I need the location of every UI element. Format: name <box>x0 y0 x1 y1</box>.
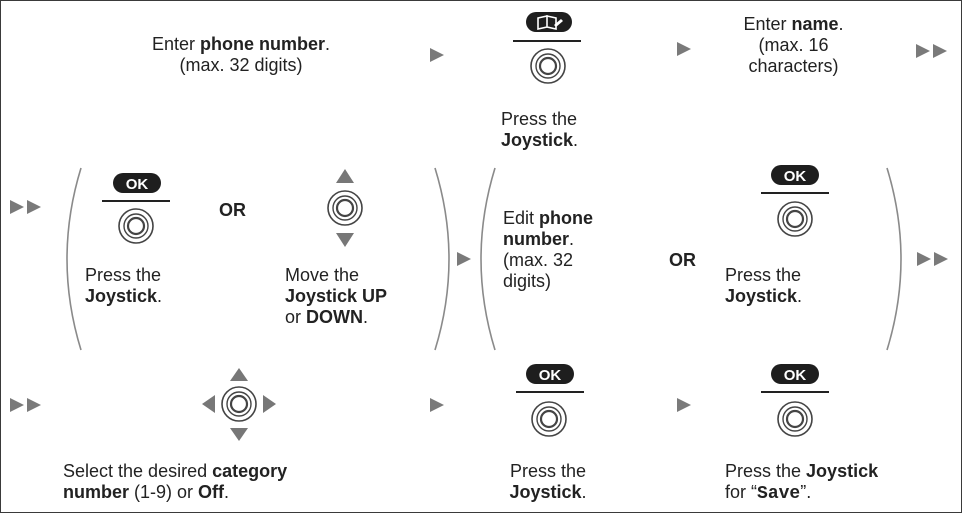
joystick-icon <box>777 201 813 237</box>
joystick-four-way-icon <box>202 368 276 441</box>
svg-text:OK: OK <box>784 168 807 185</box>
svg-text:OK: OK <box>784 367 807 384</box>
joystick-icon <box>777 401 813 437</box>
ok-key-icon: OK <box>113 173 161 193</box>
svg-text:OK: OK <box>539 367 562 384</box>
svg-text:OK: OK <box>126 176 149 193</box>
double-arrow-right-icon <box>10 200 41 214</box>
arrow-right-icon <box>430 398 444 412</box>
key-separator-line <box>761 192 829 194</box>
key-separator-line <box>516 391 584 393</box>
key-separator-line <box>761 391 829 393</box>
step-enter-phone-number: Enter phone number. (max. 32 digits) <box>151 34 331 75</box>
ok-key-icon: OK <box>771 165 819 185</box>
arrow-right-icon <box>677 398 691 412</box>
phonebook-key-icon <box>526 12 572 32</box>
or-label: OR <box>669 250 696 270</box>
step-press-joystick-1: Press the Joystick. <box>501 109 579 150</box>
joystick-icon <box>530 48 566 84</box>
step-press-joystick-3: Press the Joystick. <box>509 461 587 502</box>
double-arrow-right-icon <box>10 398 41 412</box>
left-bracket <box>66 167 82 351</box>
option-edit-phone-number: Edit phone number. (max. 32 digits) <box>503 208 594 291</box>
arrow-right-icon <box>677 42 691 56</box>
ok-key-icon: OK <box>526 364 574 384</box>
option-press-joystick-2: Press the Joystick. <box>725 265 803 306</box>
key-separator-line <box>513 40 581 42</box>
option-press-joystick: Press the Joystick. <box>85 265 163 306</box>
arrow-right-icon <box>457 252 471 266</box>
step-press-joystick-save: Press the Joystick for “Save”. <box>725 461 879 504</box>
left-bracket <box>480 167 496 351</box>
double-arrow-right-icon <box>917 252 948 266</box>
right-bracket <box>434 167 450 351</box>
ok-key-icon: OK <box>771 364 819 384</box>
double-arrow-right-icon <box>916 44 947 58</box>
joystick-icon <box>531 401 567 437</box>
arrow-right-icon <box>430 48 444 62</box>
option-move-joystick: Move the Joystick UP or DOWN. <box>285 265 388 327</box>
right-bracket <box>886 167 902 351</box>
step-select-category: Select the desired category number (1-9)… <box>63 461 288 502</box>
or-label: OR <box>219 200 246 220</box>
key-separator-line <box>102 200 170 202</box>
step-enter-name: Enter name. (max. 16 characters) <box>743 14 844 76</box>
joystick-icon <box>118 208 154 244</box>
joystick-up-down-icon <box>327 169 363 247</box>
